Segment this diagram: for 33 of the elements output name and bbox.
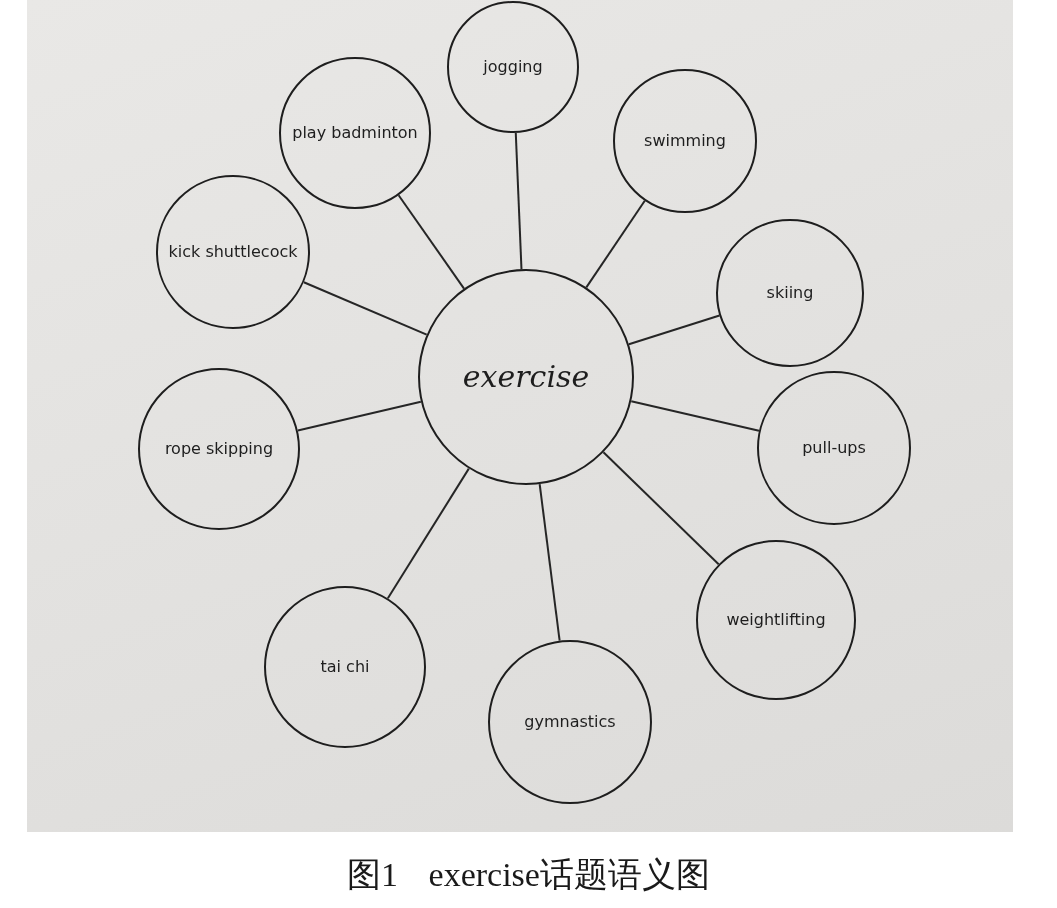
connector-line <box>386 467 470 600</box>
topic-label: jogging <box>483 57 543 77</box>
connector-line <box>585 199 646 289</box>
topic-label: swimming <box>644 131 726 151</box>
topic-label: gymnastics <box>524 712 616 732</box>
topic-circle <box>488 640 652 804</box>
topic-label: skiing <box>766 283 814 303</box>
connector-line <box>630 400 760 432</box>
topic-label: rope skipping <box>164 439 274 459</box>
topic-circle <box>264 586 426 748</box>
topic-circle <box>696 540 856 700</box>
connector-line <box>397 194 465 290</box>
central-topic-label: exercise <box>462 359 590 395</box>
topic-label: play badminton <box>292 123 418 143</box>
connector-line <box>302 281 428 336</box>
topic-circle <box>716 219 864 367</box>
topic-label: weightlifting <box>726 610 826 630</box>
connector-line <box>627 314 721 346</box>
connector-line <box>538 483 561 642</box>
topic-circle <box>757 371 911 525</box>
topic-circle <box>138 368 300 530</box>
figure-caption: 图1 exercise话题语义图 <box>347 856 710 893</box>
connector-line <box>514 131 523 271</box>
topic-circle <box>613 69 757 213</box>
topic-circle <box>447 1 579 133</box>
topic-label: tai chi <box>320 657 370 677</box>
connector-line <box>296 400 422 432</box>
connector-line <box>602 451 720 566</box>
topic-label: kick shuttlecock <box>168 242 298 262</box>
topic-circle <box>156 175 310 329</box>
central-topic-circle <box>418 269 634 485</box>
topic-label: pull-ups <box>802 438 866 458</box>
topic-circle <box>279 57 431 209</box>
